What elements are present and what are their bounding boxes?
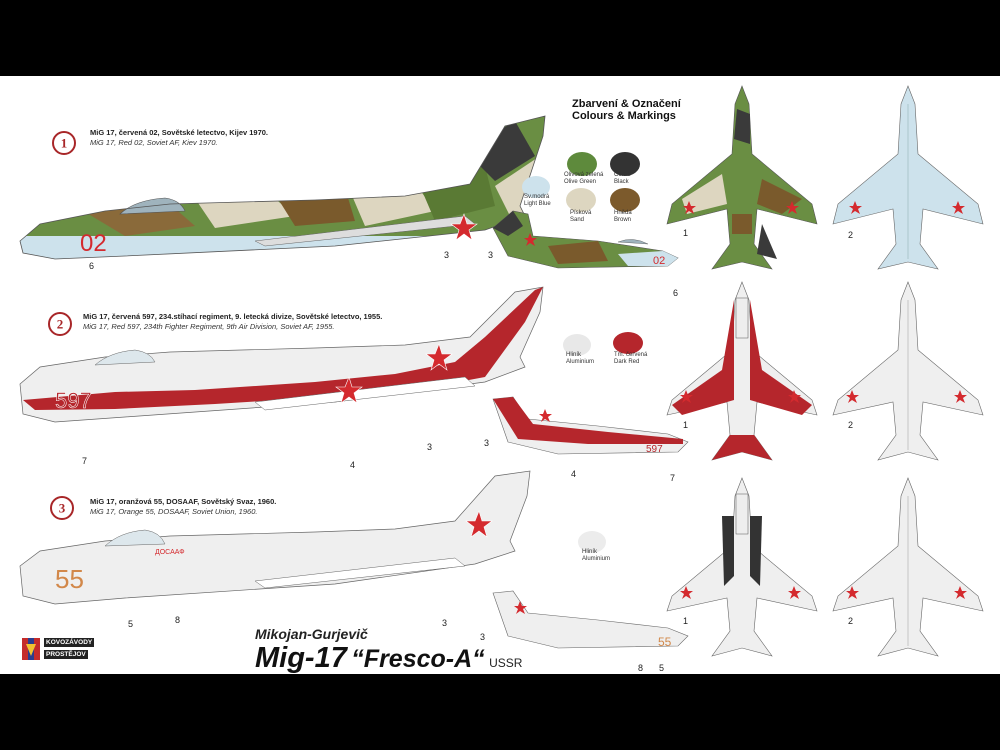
swatch-sand	[566, 188, 596, 212]
swatch-olive-label-en: Olive Green	[564, 179, 597, 185]
scheme-3-dosaaf-text: ДОСААФ	[155, 549, 185, 556]
swatch-aluminium-2	[578, 531, 606, 553]
scheme-2-callout-3: 3	[427, 442, 433, 452]
scheme-3-callout-5: 5	[128, 619, 134, 629]
scheme-1-bottom-view	[832, 85, 984, 270]
scheme-2-badge: 2	[48, 312, 72, 336]
scheme-2-top-callout-1: 1	[683, 420, 689, 430]
scheme-2-small-callout-3: 3	[484, 438, 490, 448]
scheme-3-badge: 3	[50, 496, 74, 520]
scheme-1-small-side-view: 02	[492, 210, 679, 269]
scheme-3-side-view: ДОСААФ 55	[19, 470, 531, 605]
swatch-black-label-en: Black	[614, 179, 629, 185]
scheme-3-small-callout-5: 5	[659, 663, 665, 673]
scheme-2-side-view: 597	[19, 286, 544, 423]
swatch-olive-label-cz: Olivová zelená	[564, 172, 604, 178]
swatch-sand-label-cz: Písková	[570, 210, 592, 216]
scheme-2-callout-7: 7	[82, 456, 88, 466]
swatch-sand-label-en: Sand	[570, 217, 585, 223]
logo-line1: KOVOZÁVODY	[44, 638, 95, 647]
scheme-3-code: 55	[55, 564, 84, 594]
country: USSR	[489, 656, 523, 670]
scheme-1-top-view	[666, 85, 818, 270]
swatch-lightblue-label-cz: Sv.modrá	[524, 194, 550, 200]
scheme-1-bottom-callout-2: 2	[848, 230, 854, 240]
decal-sheet: 1 MiG 17, červená 02, Sovětské letectvo,…	[0, 76, 1000, 674]
svg-text:1: 1	[61, 136, 68, 151]
scheme-3-top-callout-1: 1	[683, 616, 689, 626]
scheme-1-side-view: 02	[19, 115, 546, 260]
kovozavody-logo: KOVOZÁVODY PROSTĚJOV	[20, 638, 98, 674]
scheme-2-caption-en: MiG 17, Red 597, 234th Fighter Regiment,…	[83, 322, 335, 331]
svg-text:3: 3	[59, 501, 66, 516]
swatch-olive-green	[567, 152, 597, 176]
swatch-aluminium	[563, 334, 591, 356]
swatch-brown-label-en: Brown	[614, 217, 632, 223]
scheme-3-small-side-view: 55	[492, 590, 689, 649]
scheme-3-small-code: 55	[658, 635, 672, 649]
scheme-2-small-side-view: 597	[492, 396, 689, 455]
swatch-lightblue-label-en: Light Blue	[524, 201, 551, 207]
scheme-2-small-callout-4: 4	[571, 469, 577, 479]
scheme-1-small-callout-3: 3	[488, 250, 494, 260]
swatch-black-label-cz: Černá	[614, 172, 631, 178]
scheme-1-callout-6: 6	[89, 261, 95, 271]
logo-shield-icon	[22, 638, 40, 660]
legend-title-cz: Zbarvení & Označení	[572, 98, 681, 110]
scheme-3-bottom-callout-2: 2	[848, 616, 854, 626]
product-title: Mig-17 “Fresco-A“ USSR	[255, 642, 522, 674]
scheme-2-small-code: 597	[646, 444, 663, 455]
swatch-alu2-label-en: Aluminium	[582, 556, 611, 562]
scheme-3-bottom-view	[832, 477, 984, 657]
scheme-2-bottom-view	[832, 281, 984, 461]
scheme-3-callout-3: 3	[442, 618, 448, 628]
scheme-1-caption-cz: MiG 17, červená 02, Sovětské letectvo, K…	[90, 128, 269, 137]
swatch-brown-label-cz: Hnědá	[614, 210, 632, 216]
scheme-1-small-code: 02	[653, 255, 665, 267]
svg-text:2: 2	[57, 317, 64, 332]
logo-line2: PROSTĚJOV	[44, 650, 88, 659]
scheme-2-top-view	[666, 281, 818, 461]
scheme-3-top-view	[666, 477, 818, 657]
swatch-dark-red	[613, 332, 643, 354]
swatch-brown	[610, 188, 640, 212]
swatch-light-blue	[522, 176, 550, 198]
scheme-2-small-callout-7: 7	[670, 473, 676, 483]
swatch-darkred-label-cz: Tm. červená	[614, 352, 648, 358]
scheme-2-callout-4: 4	[350, 460, 356, 470]
swatch-alu1-label-en: Aluminium	[566, 359, 595, 365]
scheme-1-badge: 1	[52, 131, 76, 155]
scheme-2-code: 597	[55, 388, 92, 413]
swatch-alu1-label-cz: Hliník	[566, 352, 582, 358]
scheme-3-caption-cz: MiG 17, oranžová 55, DOSAAF, Sovětský Sv…	[90, 497, 277, 506]
designer-name: Mikojan-Gurjevič	[255, 626, 368, 642]
swatch-alu2-label-cz: Hliník	[582, 549, 598, 555]
model-name: Mig-17	[255, 642, 347, 674]
scheme-2-caption-cz: MiG 17, červená 597, 234.stíhací regimen…	[83, 312, 383, 321]
scheme-3-caption-en: MiG 17, Orange 55, DOSAAF, Soviet Union,…	[90, 507, 258, 516]
scheme-1-top-callout-1: 1	[683, 228, 689, 238]
scheme-3-small-callout-8: 8	[638, 663, 644, 673]
scheme-1-code: 02	[80, 230, 107, 257]
scheme-3-small-callout-3: 3	[480, 632, 486, 642]
scheme-3-callout-8: 8	[175, 615, 181, 625]
swatch-darkred-label-en: Dark Red	[614, 359, 640, 365]
nickname: “Fresco-A“	[351, 645, 485, 673]
scheme-1-caption-en: MiG 17, Red 02, Soviet AF, Kiev 1970.	[90, 138, 218, 147]
swatch-black	[610, 152, 640, 176]
legend-title-en: Colours & Markings	[572, 110, 676, 122]
scheme-1-callout-3: 3	[444, 250, 450, 260]
scheme-2-bottom-callout-2: 2	[848, 420, 854, 430]
scheme-1-small-callout-6: 6	[673, 288, 679, 298]
